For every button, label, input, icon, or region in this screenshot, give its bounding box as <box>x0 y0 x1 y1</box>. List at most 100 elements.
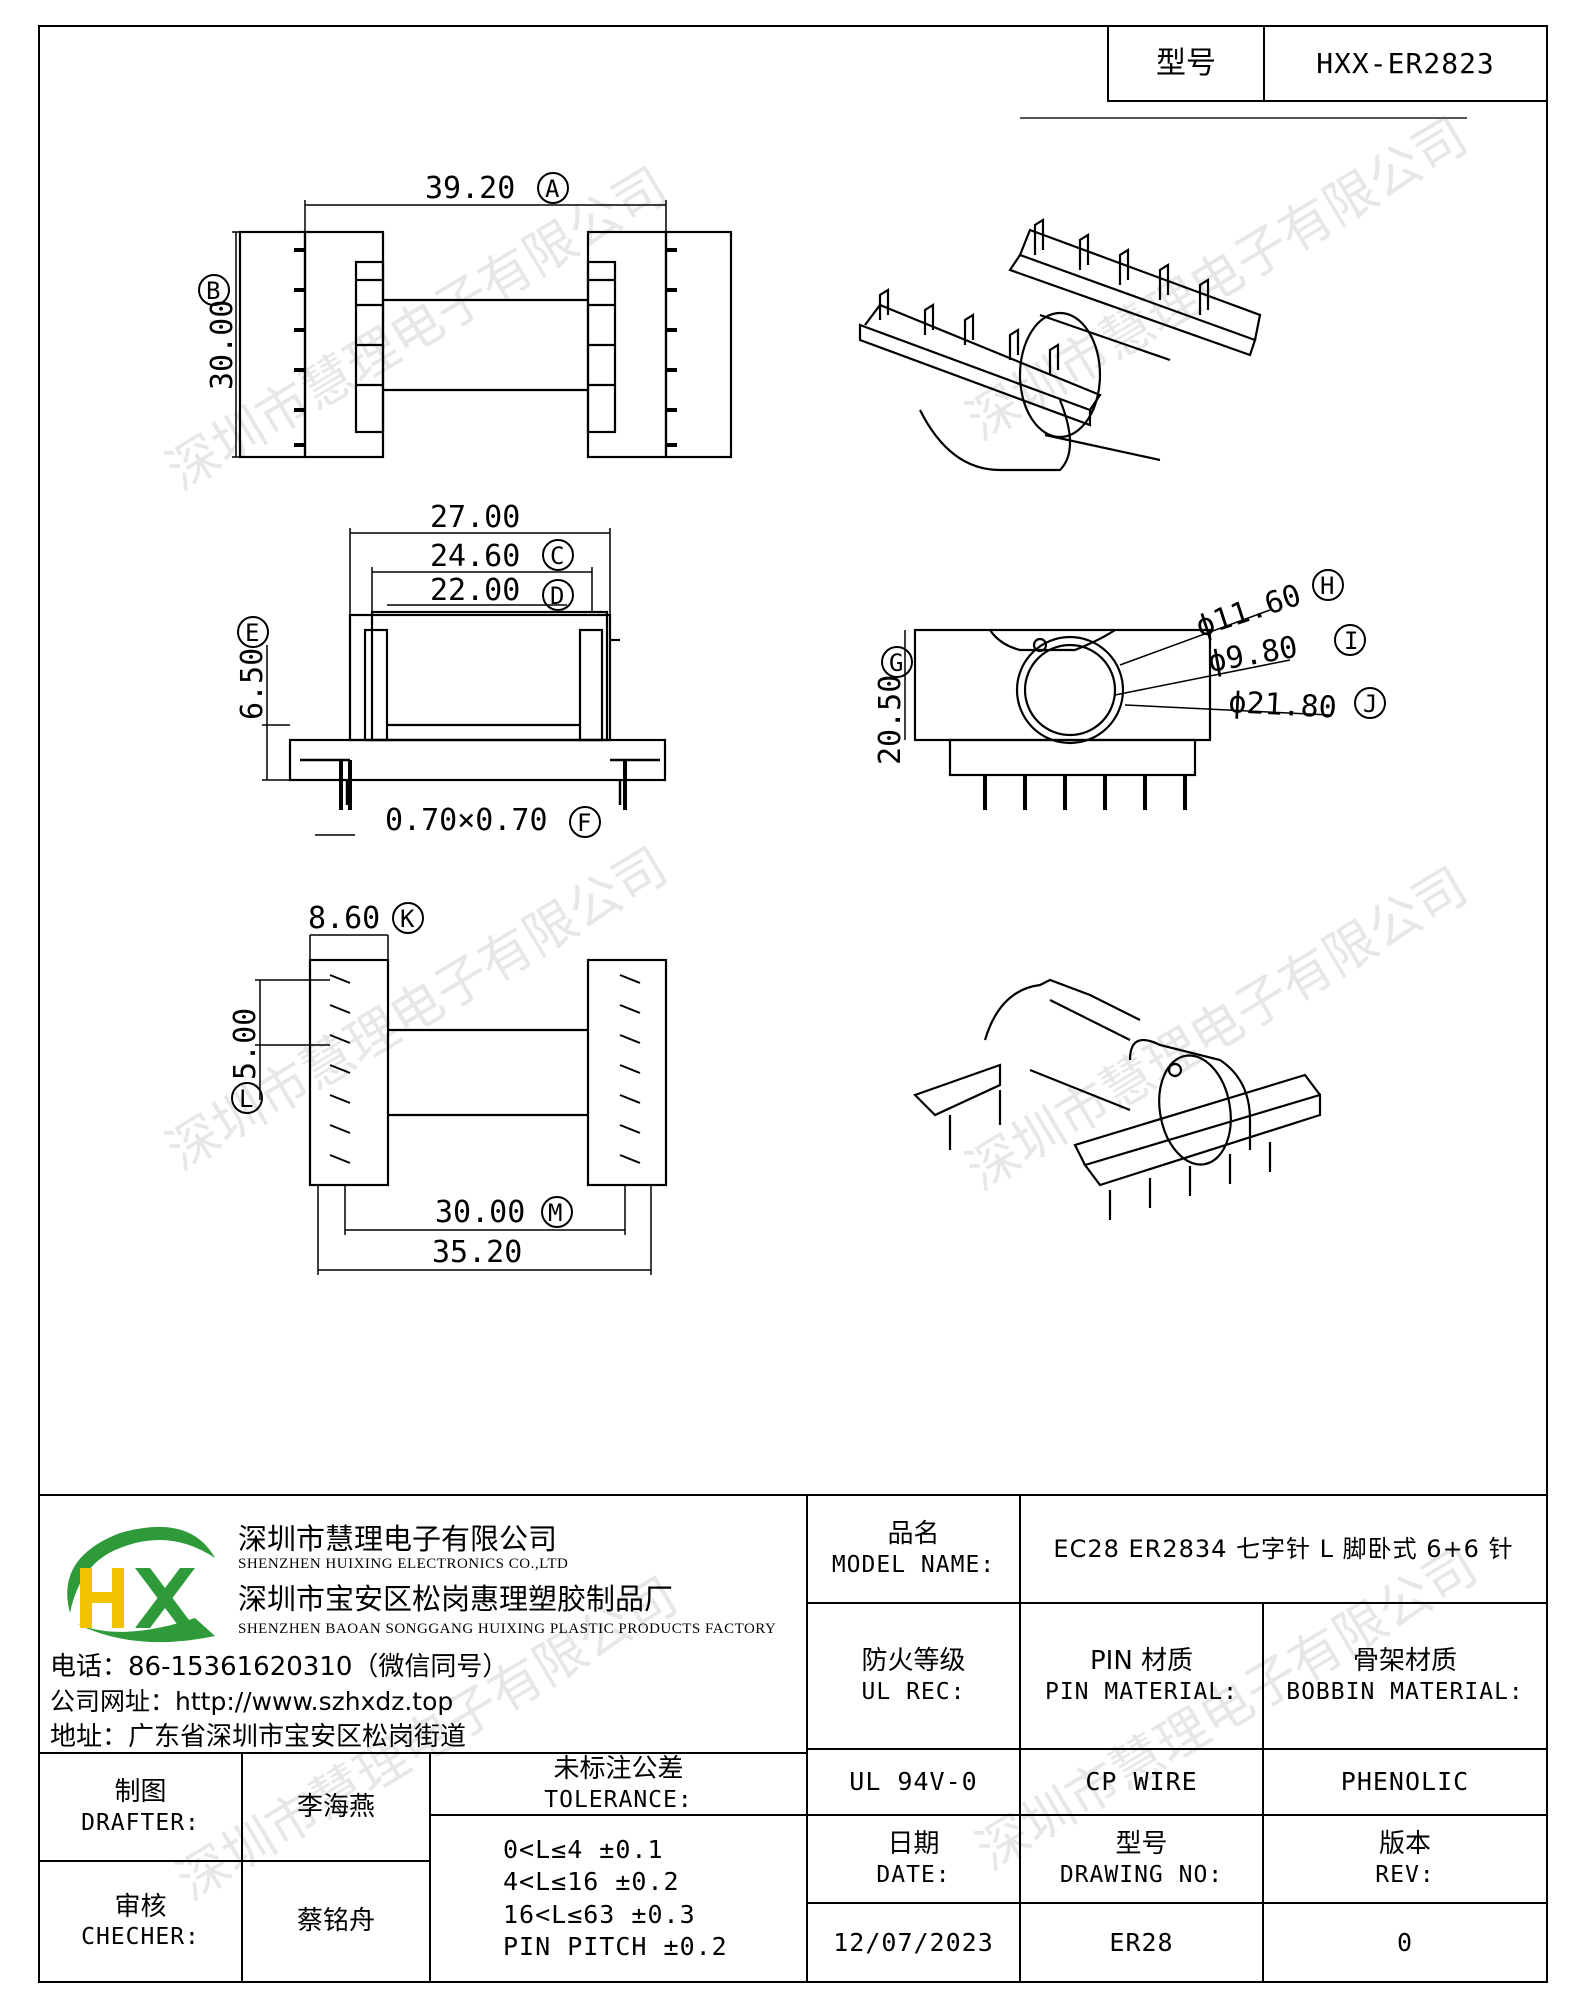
letter-C: C <box>542 539 574 571</box>
company-block: HX 深圳市慧理电子有限公司 SHENZHEN HUIXING ELECTRON… <box>38 1494 808 1754</box>
svg-text:C: C <box>550 542 564 570</box>
company-address: 地址：广东省深圳市宝安区松岗街道 <box>50 1722 467 1752</box>
ul-rec-label-en: UL REC: <box>861 1678 966 1705</box>
dim-overall-top: 27.00 <box>430 500 520 535</box>
dim-K-value: 8.60 <box>308 901 380 936</box>
dim-J-value: ϕ21.80 <box>1228 685 1338 726</box>
model-name-label-en: MODEL NAME: <box>831 1551 996 1578</box>
letter-L: L <box>231 1082 263 1114</box>
rev-label-en: REV: <box>1375 1861 1435 1888</box>
dim-G-value: 20.50 <box>873 675 908 765</box>
dim-M-value: 30.00 <box>435 1195 525 1230</box>
company-website: 公司网址：http://www.szhxdz.top <box>50 1687 454 1716</box>
drawing-no-label: 型号 DRAWING NO: <box>1019 1814 1264 1904</box>
model-name-label-cn: 品名 <box>887 1519 940 1550</box>
dim-D-value: 22.00 <box>430 573 520 608</box>
dim-C-value: 24.60 <box>430 539 520 574</box>
letter-B: B <box>198 274 230 306</box>
technical-drawing: 39.20 30.00 27.00 24.60 22.00 6.50 0.70×… <box>198 171 1386 1275</box>
header-model-label-text: 型号 <box>1156 45 1216 81</box>
dim-L-value: 5.00 <box>228 1008 263 1080</box>
pin-material-value: CP WIRE <box>1019 1748 1264 1816</box>
bobbin-material-label-en: BOBBIN MATERIAL: <box>1286 1678 1524 1705</box>
date-label: 日期 DATE: <box>806 1814 1021 1904</box>
bobbin-material-value-text: PHENOLIC <box>1340 1767 1470 1797</box>
bobbin-material-label-cn: 骨架材质 <box>1352 1646 1457 1677</box>
header-underline <box>1020 117 1467 119</box>
letter-H: H <box>1312 569 1344 601</box>
company-name-en: SHENZHEN HUIXING ELECTRONICS CO.,LTD <box>238 1556 569 1572</box>
letter-F: F <box>569 806 601 838</box>
tolerance-label-cn: 未标注公差 <box>553 1754 684 1785</box>
model-name-value: EC28 ER2834 七字针 L 脚卧式 6+6 针 <box>1019 1494 1548 1604</box>
date-value: 12/07/2023 <box>806 1902 1021 1983</box>
checker-label: 审核 CHECHER: <box>38 1860 243 1983</box>
svg-text:G: G <box>889 649 903 677</box>
svg-text:HX: HX <box>50 1518 52 1519</box>
checker-value: 蔡铭舟 <box>241 1860 431 1983</box>
drafter-label-cn: 制图 <box>114 1777 167 1808</box>
letter-I: I <box>1334 624 1366 656</box>
letter-E: E <box>237 616 269 648</box>
letter-J: J <box>1354 687 1386 719</box>
company-phone: 电话：86-15361620310（微信同号） <box>50 1652 509 1682</box>
bobbin-material-value: PHENOLIC <box>1262 1748 1548 1816</box>
date-label-en: DATE: <box>876 1861 951 1888</box>
bottom-view <box>255 934 668 1275</box>
drafter-value-text: 李海燕 <box>296 1791 375 1822</box>
date-label-cn: 日期 <box>887 1829 940 1860</box>
dim-F-value: 0.70×0.70 <box>385 803 548 838</box>
svg-text:F: F <box>577 809 591 837</box>
drawing-no-label-en: DRAWING NO: <box>1059 1861 1224 1888</box>
factory-name-cn: 深圳市宝安区松岗惠理塑胶制品厂 <box>238 1582 674 1616</box>
pin-material-label: PIN 材质 PIN MATERIAL: <box>1019 1602 1264 1750</box>
model-name-label: 品名 MODEL NAME: <box>806 1494 1021 1604</box>
svg-text:I: I <box>1344 627 1358 655</box>
tolerance-values: 0<L≤4 ±0.1 4<L≤16 ±0.2 16<L≤63 ±0.3 PIN … <box>429 1814 808 1983</box>
rev-label: 版本 REV: <box>1262 1814 1548 1904</box>
pin-material-value-text: CP WIRE <box>1085 1767 1198 1797</box>
drafter-label-en: DRAFTER: <box>81 1809 200 1836</box>
pin-material-label-en: PIN MATERIAL: <box>1044 1678 1238 1705</box>
ul-rec-value: UL 94V-0 <box>806 1748 1021 1816</box>
letter-D: D <box>542 579 574 611</box>
ul-rec-label-cn: 防火等级 <box>861 1646 966 1677</box>
company-name-cn: 深圳市慧理电子有限公司 <box>238 1522 558 1556</box>
isometric-view-top <box>858 218 1262 472</box>
rev-value: 0 <box>1262 1902 1548 1983</box>
svg-text:L: L <box>239 1085 253 1113</box>
svg-text:K: K <box>400 905 415 933</box>
tolerance-label: 未标注公差 TOLERANCE: <box>429 1752 808 1816</box>
dim-overall-bottom: 35.20 <box>432 1235 522 1270</box>
factory-name-en: SHENZHEN BAOAN SONGGANG HUIXING PLASTIC … <box>238 1621 777 1637</box>
drafter-value: 李海燕 <box>241 1752 431 1862</box>
svg-text:B: B <box>206 277 220 305</box>
dimension-labels: 39.20 30.00 27.00 24.60 22.00 6.50 0.70×… <box>205 171 1338 1270</box>
drawing-no-label-cn: 型号 <box>1115 1829 1168 1860</box>
date-value-text: 12/07/2023 <box>833 1927 994 1957</box>
letter-A: A <box>537 172 569 204</box>
front-view <box>904 609 1331 810</box>
header-model-value-text: HXX-ER2823 <box>1316 47 1495 80</box>
tolerance-line: 16<L≤63 ±0.3 <box>503 1899 696 1929</box>
bobbin-material-label: 骨架材质 BOBBIN MATERIAL: <box>1262 1602 1548 1750</box>
drawing-no-value-text: ER28 <box>1109 1927 1174 1957</box>
pin-material-label-cn: PIN 材质 <box>1089 1646 1194 1677</box>
drawing-no-value: ER28 <box>1019 1902 1264 1983</box>
ul-rec-label: 防火等级 UL REC: <box>806 1602 1021 1750</box>
tolerance-line: 4<L≤16 ±0.2 <box>503 1867 680 1896</box>
dimension-letters: A B C D E F G H I J K L M <box>198 172 1386 1228</box>
letter-G: G <box>881 646 913 678</box>
svg-text:H: H <box>1320 572 1334 600</box>
top-view <box>232 200 733 459</box>
rev-label-cn: 版本 <box>1378 1829 1431 1860</box>
tolerance-label-en: TOLERANCE: <box>544 1786 693 1813</box>
company-logo: HX <box>50 1518 215 1643</box>
svg-text:D: D <box>550 582 564 610</box>
checker-value-text: 蔡铭舟 <box>296 1906 375 1937</box>
svg-text:J: J <box>1363 690 1377 718</box>
letter-K: K <box>392 902 424 934</box>
ul-rec-value-text: UL 94V-0 <box>849 1767 978 1797</box>
isometric-view-bottom <box>912 978 1322 1220</box>
header-model-value: HXX-ER2823 <box>1263 25 1548 102</box>
